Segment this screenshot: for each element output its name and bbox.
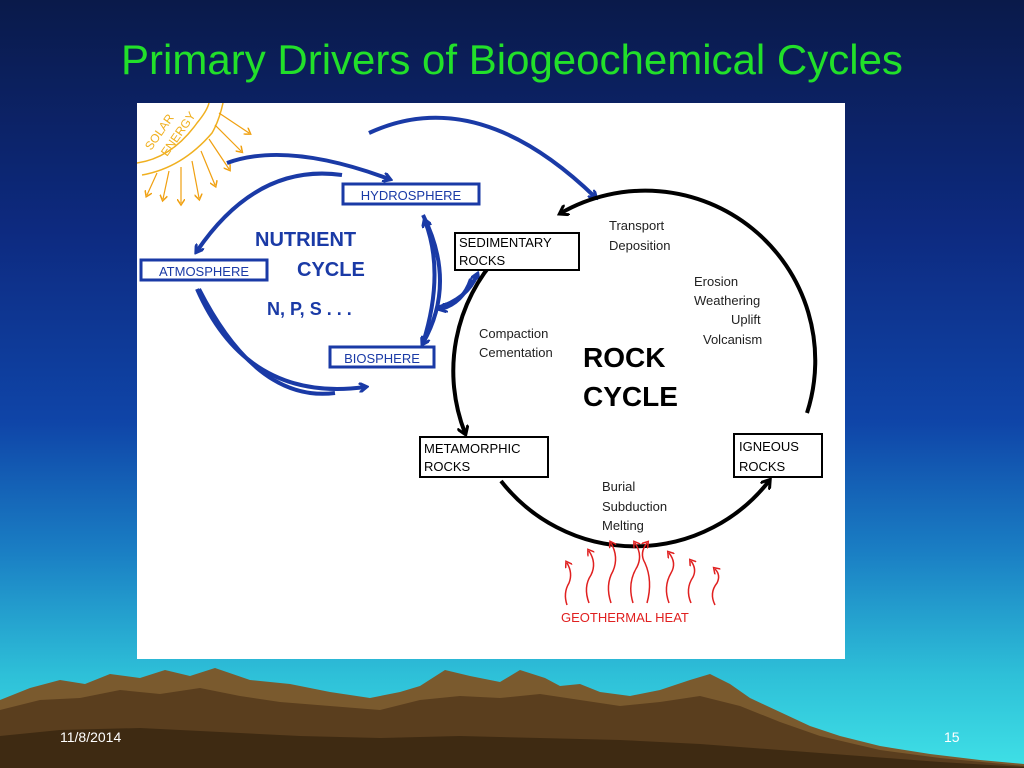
diagram-panel: SOLAR ENERGY HYDROSPHERE ATMOSPHERE BIOS… xyxy=(137,103,845,659)
rock-cycle-title-line2: CYCLE xyxy=(583,381,678,412)
process-compaction: Compaction xyxy=(479,326,548,341)
atmosphere-label: ATMOSPHERE xyxy=(159,264,249,279)
process-uplift: Uplift xyxy=(731,312,761,327)
process-deposition: Deposition xyxy=(609,238,670,253)
metamorphic-rocks-box xyxy=(419,436,549,478)
biosphere-label: BIOSPHERE xyxy=(344,351,420,366)
igneous-rocks-box xyxy=(733,433,823,478)
atmosphere-box xyxy=(139,258,269,282)
process-weathering: Weathering xyxy=(694,293,760,308)
igneous-label-line2: ROCKS xyxy=(739,459,786,474)
process-erosion: Erosion xyxy=(694,274,738,289)
process-burial: Burial xyxy=(602,479,635,494)
mountains-decoration xyxy=(0,668,1024,768)
nutrient-cycle-title-line1: NUTRIENT xyxy=(255,229,356,251)
footer-page-number: 15 xyxy=(944,729,960,745)
process-volcanism: Volcanism xyxy=(703,332,762,347)
footer-date: 11/8/2014 xyxy=(60,729,122,745)
metamorphic-label-line2: ROCKS xyxy=(424,459,471,474)
sedimentary-label-line2: ROCKS xyxy=(459,253,506,268)
sedimentary-rocks-box xyxy=(454,232,580,271)
biogeochemical-diagram: SOLAR ENERGY HYDROSPHERE ATMOSPHERE BIOS… xyxy=(137,103,823,625)
nutrient-elements: N, P, S . . . xyxy=(267,299,352,319)
metamorphic-label-line1: METAMORPHIC xyxy=(424,441,521,456)
process-transport: Transport xyxy=(609,218,665,233)
biosphere-box xyxy=(328,345,436,369)
process-cementation: Cementation xyxy=(479,345,553,360)
geothermal-heat-label: GEOTHERMAL HEAT xyxy=(561,610,689,625)
igneous-label-line1: IGNEOUS xyxy=(739,439,799,454)
nutrient-cycle-title-line2: CYCLE xyxy=(297,259,365,281)
nutrient-cycle-arrows xyxy=(197,115,595,396)
process-subduction: Subduction xyxy=(602,499,667,514)
rock-cycle-title-line1: ROCK xyxy=(583,342,665,373)
geothermal-heat-arrows xyxy=(564,543,718,606)
slide-title: Primary Drivers of Biogeochemical Cycles xyxy=(121,36,903,83)
hydrosphere-box xyxy=(341,182,481,206)
hydrosphere-label: HYDROSPHERE xyxy=(361,188,462,203)
solar-energy-sun: SOLAR ENERGY xyxy=(137,103,249,203)
process-melting: Melting xyxy=(602,518,644,533)
sedimentary-label-line1: SEDIMENTARY xyxy=(459,235,552,250)
